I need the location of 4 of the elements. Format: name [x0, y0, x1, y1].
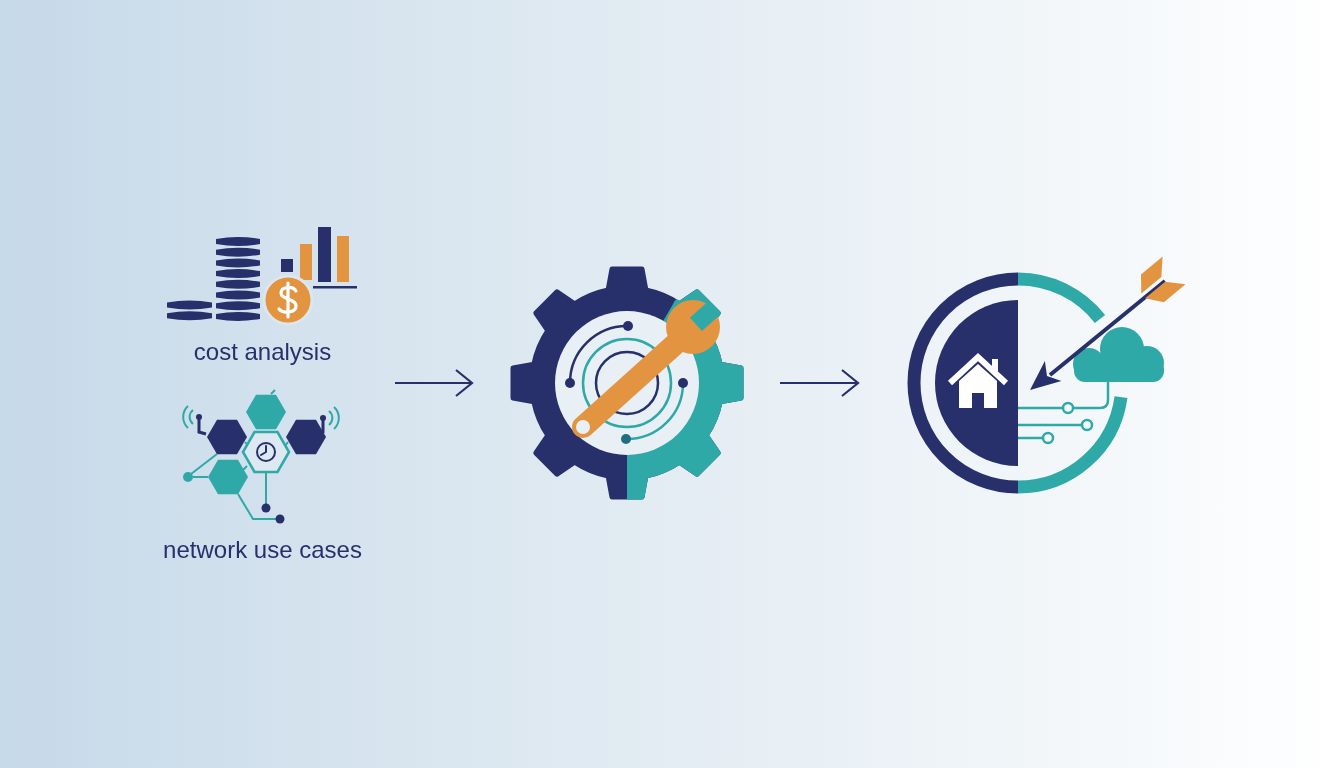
arrow [780, 368, 860, 398]
arrow [395, 368, 474, 398]
node-label: cost analysis [193, 338, 332, 366]
node-label: network use cases [163, 536, 362, 564]
